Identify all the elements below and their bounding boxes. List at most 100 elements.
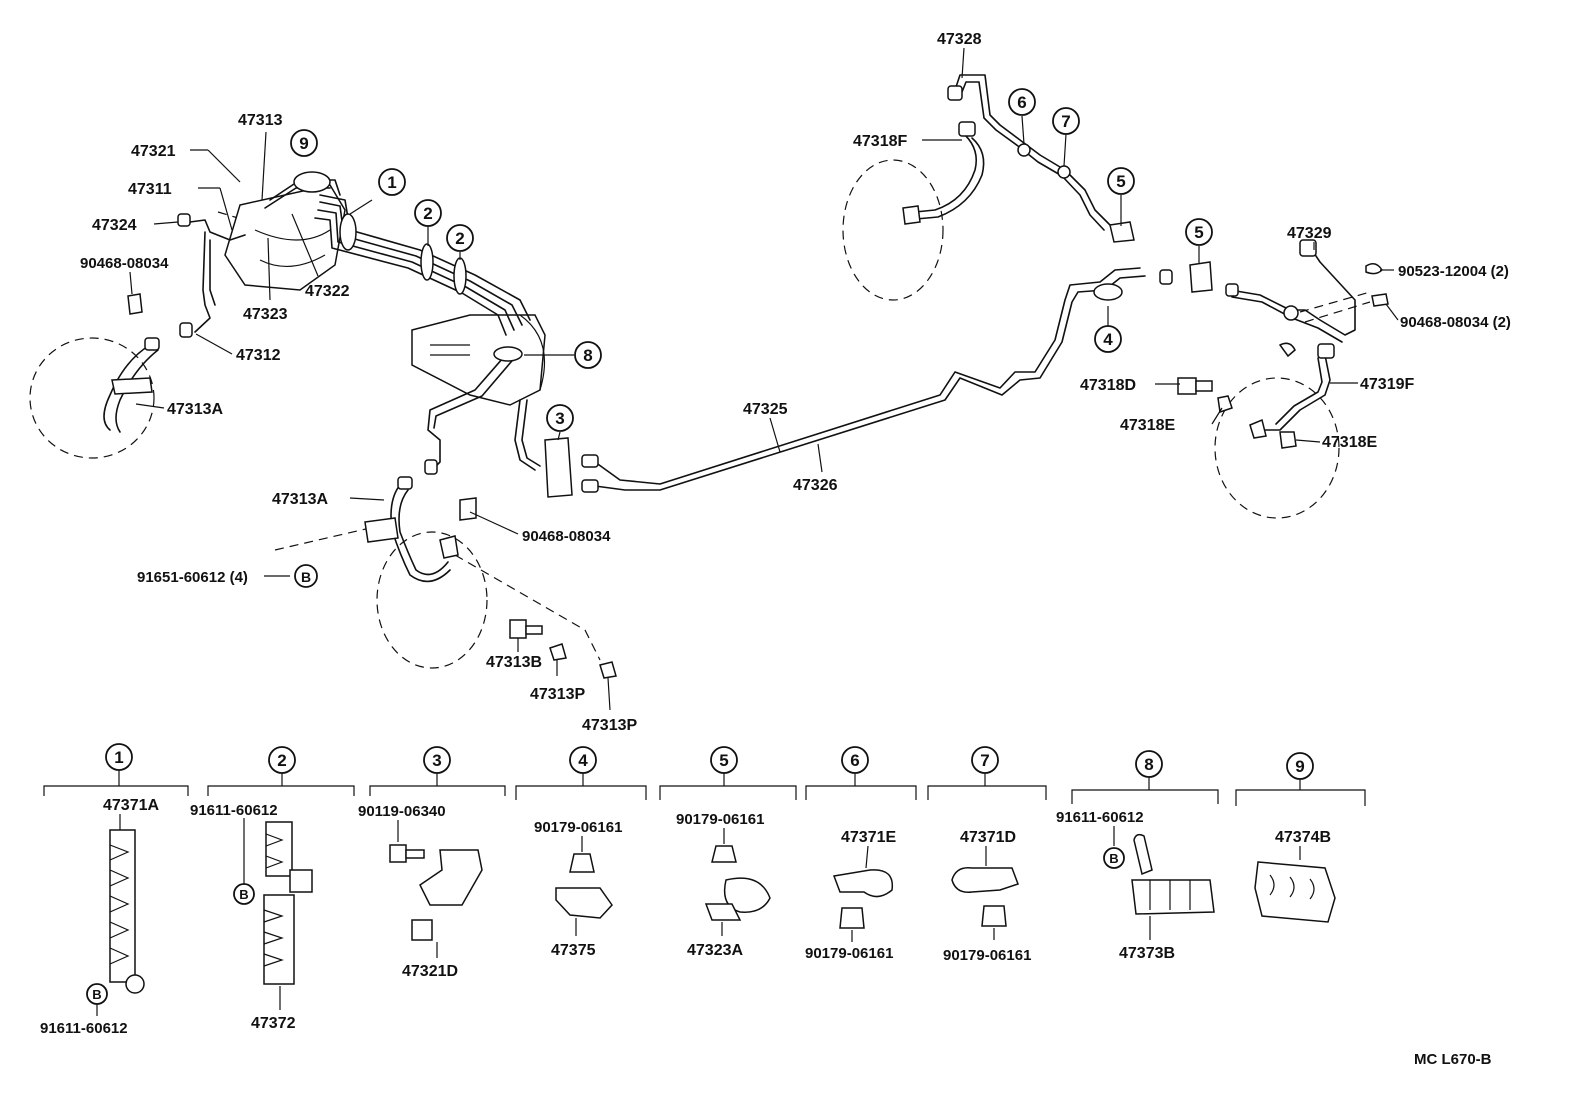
legend-group-5: 5 90179-06161 47323A — [659, 746, 797, 959]
svg-text:7: 7 — [1061, 112, 1070, 131]
clamp-1-oval — [339, 213, 357, 251]
legend-6-part-47371E: 47371E — [841, 829, 896, 846]
rear-main-lines — [514, 267, 1146, 498]
label-47313P-b: 47313P — [582, 717, 637, 734]
legend-group-2: 2 91611-60612 B 47372 — [190, 746, 355, 1032]
bolt-47318D-shank — [1195, 380, 1213, 392]
badge-2b: 2 — [446, 224, 474, 252]
circled-badges: 1 2 2 3 4 5 5 6 7 8 9 B — [290, 88, 1213, 588]
clip-47318E-b — [1279, 431, 1297, 449]
label-47319F: 47319F — [1360, 376, 1414, 393]
legend-2-part-47372: 47372 — [251, 1015, 296, 1032]
rotor-front-right — [376, 531, 488, 669]
legend-1-number: 1 — [114, 748, 123, 767]
rear-upper-lines — [902, 74, 1135, 243]
label-47329: 47329 — [1287, 225, 1332, 242]
clip-90523 — [1365, 263, 1383, 275]
clamp-47371D-drawing — [951, 867, 1019, 893]
bolt-47318D-head — [1177, 377, 1197, 395]
svg-text:5: 5 — [1116, 172, 1125, 191]
badge-6: 6 — [1008, 88, 1036, 116]
legend-4-part-47375: 47375 — [551, 942, 596, 959]
callout-labels: 47328 47318F 47329 90523-12004 (2) 90468… — [80, 31, 1511, 734]
label-90468-08034-middle: 90468-08034 — [522, 528, 611, 545]
svg-text:4: 4 — [1103, 330, 1113, 349]
valve-block — [411, 314, 546, 406]
clamp-47373B-tab — [1133, 833, 1153, 876]
label-47322: 47322 — [305, 283, 350, 300]
badge-5a: 5 — [1107, 167, 1135, 195]
clamp-47371E-drawing — [832, 869, 894, 898]
clip-47313P-a — [549, 643, 567, 661]
legend-2-badge: B — [239, 887, 248, 902]
legend-3-number: 3 — [432, 751, 441, 770]
rotor-outlines — [29, 159, 1340, 669]
legend-7-number: 7 — [980, 751, 989, 770]
legend-5-part-47323A: 47323A — [687, 942, 743, 959]
legend-8-number: 8 — [1144, 755, 1153, 774]
front-tube-bundle — [264, 179, 531, 336]
badge-9: 9 — [290, 129, 318, 157]
clamp-47372-upper-drawing — [265, 821, 293, 877]
rotor-rear-left — [842, 159, 944, 301]
rotor-front-left — [29, 337, 155, 459]
label-47318D: 47318D — [1080, 377, 1136, 394]
legend-6-number: 6 — [850, 751, 859, 770]
legend-8-badge: B — [1109, 851, 1118, 866]
label-47328: 47328 — [937, 31, 982, 48]
badge-5b: 5 — [1185, 218, 1213, 246]
clamp-47374B-drawing — [1254, 861, 1336, 923]
legend-7-part-90179: 90179-06161 — [943, 947, 1031, 964]
clamp-47373B-drawing — [1131, 879, 1215, 915]
legend-3-part-90119: 90119-06340 — [358, 803, 446, 820]
drawing-code: MC L670-B — [1414, 1051, 1492, 1068]
legend: 1 47371A B 91611-60612 2 91611-60612 B — [40, 743, 1366, 1037]
clamp-47323A-drawing — [723, 877, 771, 913]
legend-4-part-90179: 90179-06161 — [534, 819, 622, 836]
nut-90179-drawing-5 — [711, 845, 737, 863]
legend-6-part-90179: 90179-06161 — [805, 945, 893, 962]
badge-7: 7 — [1052, 107, 1080, 135]
svg-text:B: B — [301, 569, 311, 585]
badge-8: 8 — [574, 341, 602, 369]
svg-text:6: 6 — [1017, 93, 1026, 112]
legend-5-part-90179: 90179-06161 — [676, 811, 764, 828]
clamp-9-oval — [293, 171, 331, 193]
svg-text:1: 1 — [387, 173, 396, 192]
master-cylinder — [224, 184, 346, 291]
bolt-90119-drawing — [389, 844, 407, 863]
clamp-8-oval — [493, 346, 523, 362]
label-47318E-a: 47318E — [1120, 417, 1175, 434]
clamp-2b-oval — [453, 257, 467, 295]
legend-5-number: 5 — [719, 751, 728, 770]
legend-2-number: 2 — [277, 751, 286, 770]
bolt-47313B-head — [509, 619, 527, 639]
svg-text:2: 2 — [455, 229, 464, 248]
clip-90468-left — [127, 293, 143, 315]
label-47324: 47324 — [92, 217, 137, 234]
clamp-4-oval — [1093, 283, 1123, 301]
badge-3: 3 — [546, 404, 574, 432]
legend-2-part-91611: 91611-60612 — [190, 802, 278, 819]
clamp-47321D-drawing — [419, 849, 483, 906]
legend-9-part-47374B: 47374B — [1275, 829, 1331, 846]
nut-90179-drawing-6 — [839, 907, 865, 929]
label-47311: 47311 — [128, 181, 172, 198]
label-47312: 47312 — [236, 347, 281, 364]
legend-group-9: 9 47374B — [1235, 752, 1366, 923]
label-90468-08034-right: 90468-08034 (2) — [1400, 314, 1511, 331]
label-47313: 47313 — [238, 112, 283, 129]
svg-text:5: 5 — [1194, 223, 1203, 242]
badge-B-main: B — [294, 564, 318, 588]
clamp-ovals — [293, 171, 1123, 362]
label-47318E-b: 47318E — [1322, 434, 1377, 451]
label-47318F: 47318F — [853, 133, 907, 150]
label-47313A-upper: 47313A — [167, 401, 223, 418]
clip-47318E-a — [1217, 395, 1233, 413]
bolt-47313B-shank — [525, 625, 543, 635]
legend-8-part-47373B: 47373B — [1119, 945, 1175, 962]
clamp-2a-oval — [420, 243, 434, 281]
label-90468-08034-left: 90468-08034 — [80, 255, 169, 272]
label-47325: 47325 — [743, 401, 788, 418]
leader-lines — [129, 47, 1399, 711]
